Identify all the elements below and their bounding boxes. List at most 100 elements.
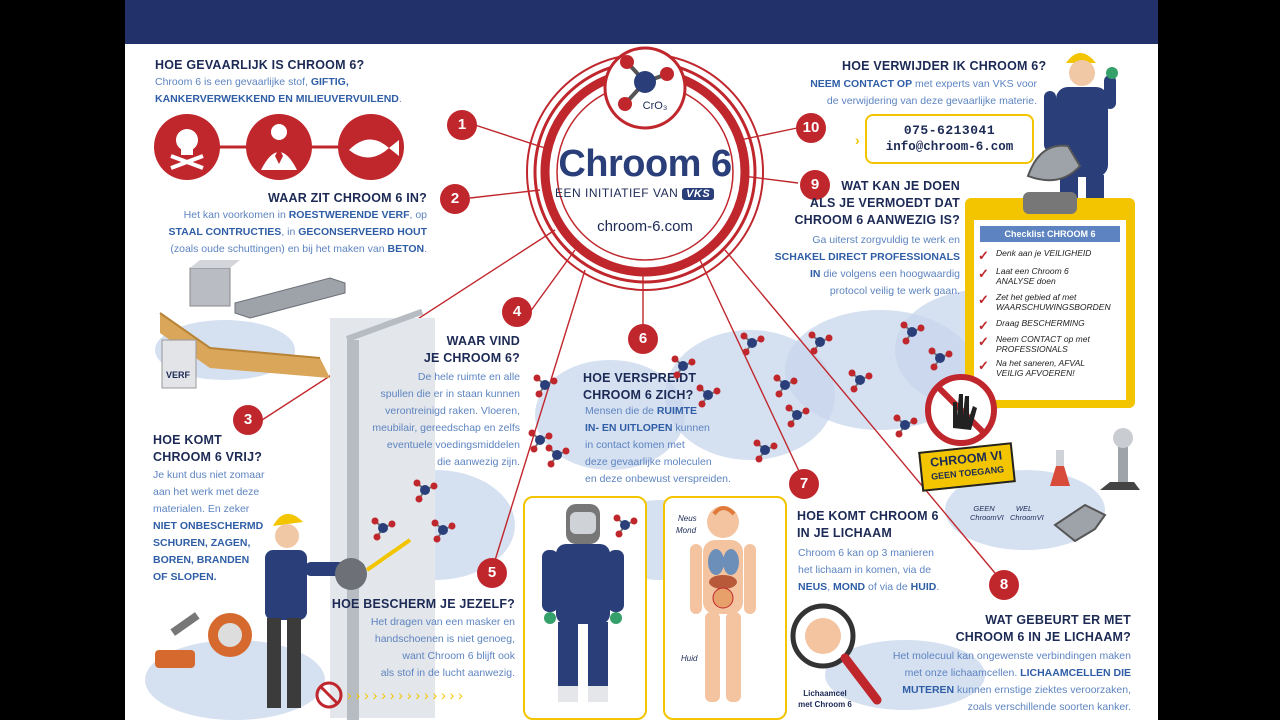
test-wel-2: ChroomVI xyxy=(1010,513,1044,522)
s7-l3a: NEUS xyxy=(798,581,828,593)
top-bar xyxy=(125,0,1158,44)
s2-l1c: , op xyxy=(409,209,427,221)
step-2-badge: 2 xyxy=(440,184,470,214)
logo-url[interactable]: chroom-6.com xyxy=(597,218,693,235)
prohibited-icon xyxy=(315,683,316,684)
section-7-text: Chroom 6 kan op 3 manieren het lichaam i… xyxy=(798,545,988,596)
checkmark-icon: ✓ xyxy=(978,318,989,333)
s7-l3f: . xyxy=(936,581,940,593)
label-huid: Huid xyxy=(681,654,698,663)
chroom6-logo xyxy=(526,46,764,291)
section-9-text: Ga uiterst zorgvuldig te werk en SCHAKEL… xyxy=(765,232,960,300)
s6-l1a: Mensen die de xyxy=(585,405,657,417)
checkmark-icon: ✓ xyxy=(978,266,989,281)
s4-title1: WAAR VIND xyxy=(446,334,520,348)
s4-title2: JE CHROOM 6? xyxy=(423,351,520,365)
dead-fish-icon xyxy=(340,115,341,116)
s7-l1: Chroom 6 kan op 3 manieren xyxy=(798,547,934,559)
section-1-text: Chroom 6 is een gevaarlijke stof, GIFTIG… xyxy=(155,74,445,108)
step-1-badge: 1 xyxy=(447,110,477,140)
s7-l3e: HUID xyxy=(910,581,937,593)
s7-l2: het lichaam in komen, via de xyxy=(798,564,932,576)
s2-l2a: STAAL CONTRUCTIES xyxy=(168,226,282,238)
logo-subtitle: EEN INITIATIEF VAN VKS xyxy=(555,186,765,200)
test-wel-1: WEL xyxy=(1015,504,1033,513)
step-6-badge: 6 xyxy=(628,324,658,354)
s9-l3b: die volgens een hoogwaardig xyxy=(820,268,960,280)
step-4-badge: 4 xyxy=(502,297,532,327)
dust-cloud xyxy=(825,640,985,710)
checklist-item: ✓ Laat een Chroom 6 ANALYSE doen xyxy=(974,266,1126,286)
lamp-post xyxy=(347,340,359,720)
label-mond: Mond xyxy=(676,526,697,535)
hazard-icons xyxy=(154,114,404,180)
s8-title2: CHROOM 6 IN JE LICHAAM? xyxy=(955,630,1131,644)
checklist-title: Checklist CHROOM 6 xyxy=(980,226,1120,242)
s2-l3c: . xyxy=(424,243,427,255)
s9-l1: Ga uiterst zorgvuldig te werk en xyxy=(812,234,960,246)
s4-l6: die aanwezig zijn. xyxy=(437,456,520,468)
s7-l3d: of via de xyxy=(865,581,911,593)
contact-phone[interactable]: 075-6213041 xyxy=(903,123,996,138)
checklist-item: ✓ Zet het gebied af met WAARSCHUWINGSBORD… xyxy=(974,292,1126,312)
magnifier-illustration xyxy=(790,603,882,705)
s3-b2: SCHUREN, ZAGEN, xyxy=(153,537,251,549)
materials-illustration xyxy=(159,260,346,389)
s9-l2: SCHAKEL DIRECT PROFESSIONALS xyxy=(774,251,960,263)
s2-l3b: BETON xyxy=(387,243,425,255)
s1-bold-b: KANKERVERWEKKEND EN MILIEUVERVUILEND xyxy=(155,93,399,105)
s10-l1b: met experts van VKS voor xyxy=(912,78,1037,90)
s5-l3: want Chroom 6 blijft ook xyxy=(402,650,515,662)
s2-l2b: , in xyxy=(281,226,299,238)
contact-email[interactable]: info@chroom-6.com xyxy=(885,140,1014,154)
label-neus: Neus xyxy=(678,514,697,523)
forbidden-path: › › › › › › › › › › › › › › xyxy=(315,681,463,709)
s9-l4: protocol veilig te werk gaan. xyxy=(829,285,960,297)
s2-l2c: GECONSERVEERD HOUT xyxy=(298,226,427,238)
s10-l2: de verwijdering van deze gevaarlijke mat… xyxy=(826,95,1037,107)
s7-l3c: MOND xyxy=(833,581,866,593)
clipboard-clip xyxy=(1023,192,1077,214)
checklist-paper: Checklist CHROOM 6 ✓Denk aan je VEILIGHE… xyxy=(974,220,1126,400)
section-2-title: WAAR ZIT CHROOM 6 IN? xyxy=(267,191,427,205)
s6-l2b: kunnen xyxy=(672,422,710,434)
s10-l1a: NEEM CONTACT OP xyxy=(810,78,913,90)
s4-l4: meubilair, gereedschap en zelfs xyxy=(372,422,520,434)
s4-l1: De hele ruimte en alle xyxy=(417,371,520,383)
logo-subtitle-text: EEN INITIATIEF VAN xyxy=(555,186,679,200)
s3-l3: materialen. En zeker xyxy=(153,503,250,515)
vacuum-cleaner-illustration xyxy=(1026,144,1082,182)
s8-l1: Het molecuul kan ongewenste verbindingen… xyxy=(892,650,1131,662)
checkmark-icon: ✓ xyxy=(978,292,989,307)
lab-equipment-illustration xyxy=(1050,428,1140,490)
s2-l1b: ROESTWERENDE VERF xyxy=(288,209,410,221)
test-geen-1: GEEN xyxy=(973,504,995,513)
section-1-title: HOE GEVAARLIJK IS CHROOM 6? xyxy=(155,58,365,72)
s1-text-b: . xyxy=(398,93,402,105)
checklist-item: ✓Na het saneren, AFVAL VEILIG AFVOEREN! xyxy=(974,358,1126,378)
section-3-text: Je kunt dus niet zomaar aan het werk met… xyxy=(153,467,303,586)
checklist-item: ✓Denk aan je VEILIGHEID xyxy=(974,248,1126,263)
s7-title2: IN JE LICHAAM xyxy=(797,526,892,540)
human-body-illustration xyxy=(690,506,756,702)
test-geen-2: ChroomVI xyxy=(970,513,1004,522)
checklist-item-text: Denk aan je VEILIGHEID xyxy=(996,248,1092,258)
step-3-badge: 3 xyxy=(233,405,263,435)
s4-l3: verontreinigd raken. Vloeren, xyxy=(385,405,520,417)
checklist-item-text: Zet het gebied af met WAARSCHUWINGSBORDE… xyxy=(996,292,1111,312)
s1-bold-a: GIFTIG, xyxy=(310,76,349,88)
s9-title2: ALS JE VERMOEDT DAT xyxy=(809,196,960,210)
s2-l3a: (zoals oude schuttingen) en bij het make… xyxy=(170,243,388,255)
s8-l3a: MUTEREN xyxy=(902,684,955,696)
section-2-text: Het kan voorkomen in ROESTWERENDE VERF, … xyxy=(145,207,427,258)
checkmark-icon: ✓ xyxy=(978,358,989,373)
worker-grinding-illustration xyxy=(265,513,412,708)
s8-l2a: met onze lichaamcellen. xyxy=(904,667,1021,679)
s5-l2: handschoenen is niet genoeg, xyxy=(374,633,515,645)
checklist-item-text: Draag BESCHERMING xyxy=(996,318,1085,328)
s4-l5: eventuele voedingsmiddelen xyxy=(386,439,520,451)
checklist-item-text: Laat een Chroom 6 ANALYSE doen xyxy=(996,266,1069,286)
